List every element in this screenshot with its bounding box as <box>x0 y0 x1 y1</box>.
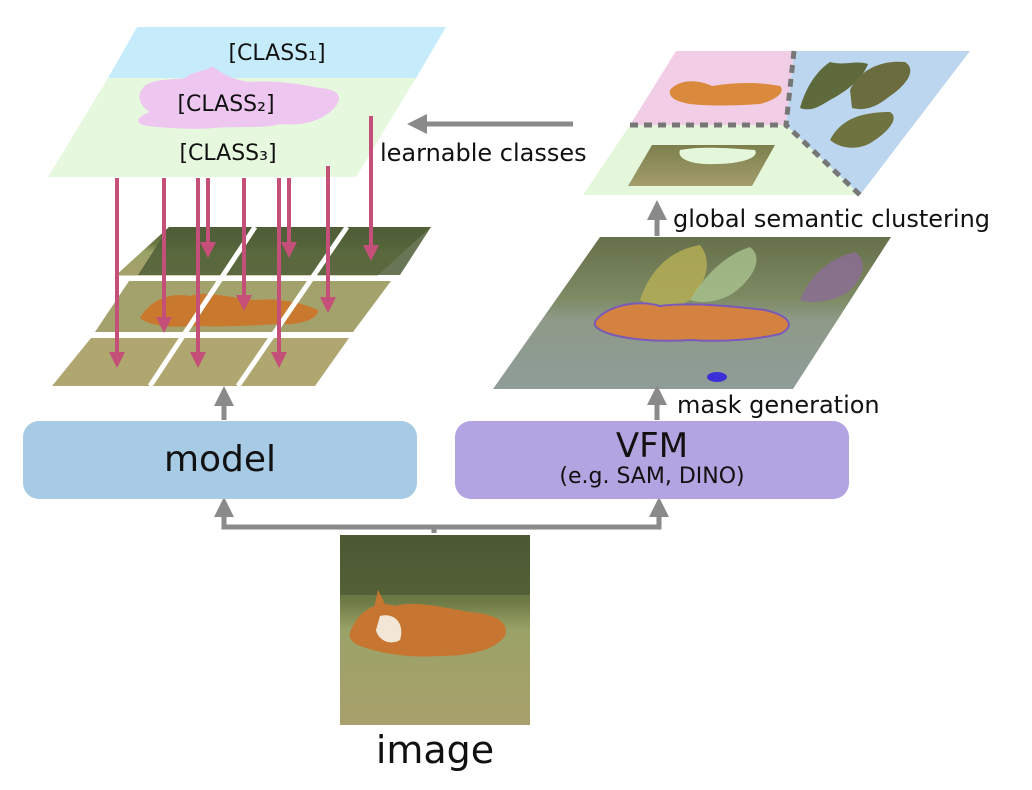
model-box: model <box>23 421 417 499</box>
input-dog-ear <box>374 590 386 608</box>
clustering-plane <box>583 50 970 197</box>
patch-grid <box>52 225 431 388</box>
caption-mask-generation: mask generation <box>677 391 880 419</box>
vfm-label: VFM <box>615 426 689 466</box>
vfm-sublabel: (e.g. SAM, DINO) <box>559 464 745 489</box>
model-label: model <box>163 439 277 480</box>
class2-region <box>138 66 340 129</box>
dog-patch <box>140 293 319 327</box>
mask-dog <box>593 302 790 342</box>
mask-tree-yellow <box>640 245 707 308</box>
cluster-tree <box>850 61 911 110</box>
caption-learnable-classes: learnable classes <box>380 139 587 167</box>
caption-global-semantic-clustering: global semantic clustering <box>673 205 990 233</box>
class2-label: [CLASS₂] <box>177 92 274 117</box>
class-plane: [CLASS₁] [CLASS₂] [CLASS₃] <box>48 27 446 177</box>
class1-region <box>108 27 446 78</box>
mask-tree-green <box>690 247 757 302</box>
grid-row-bottom <box>52 338 349 386</box>
image-label: image <box>375 728 495 772</box>
flow-arrows <box>214 114 669 533</box>
mask-dot <box>707 372 727 382</box>
projection-arrows <box>109 116 379 368</box>
input-image <box>340 535 530 725</box>
mask-plane <box>493 237 891 389</box>
cluster-tree <box>830 112 894 148</box>
vfm-box: VFM (e.g. SAM, DINO) <box>455 421 849 499</box>
cluster-dog <box>669 81 782 106</box>
mask-tree-purple <box>800 252 863 302</box>
input-dog-chest <box>376 615 402 643</box>
image-split-line <box>214 497 437 533</box>
image-split-line-right <box>434 497 669 530</box>
class3-label: [CLASS₃] <box>179 141 276 166</box>
class1-label: [CLASS₁] <box>228 41 325 66</box>
grid-row-top <box>138 227 431 275</box>
cluster-grass-hole <box>679 147 756 165</box>
cluster-tree <box>800 62 868 110</box>
